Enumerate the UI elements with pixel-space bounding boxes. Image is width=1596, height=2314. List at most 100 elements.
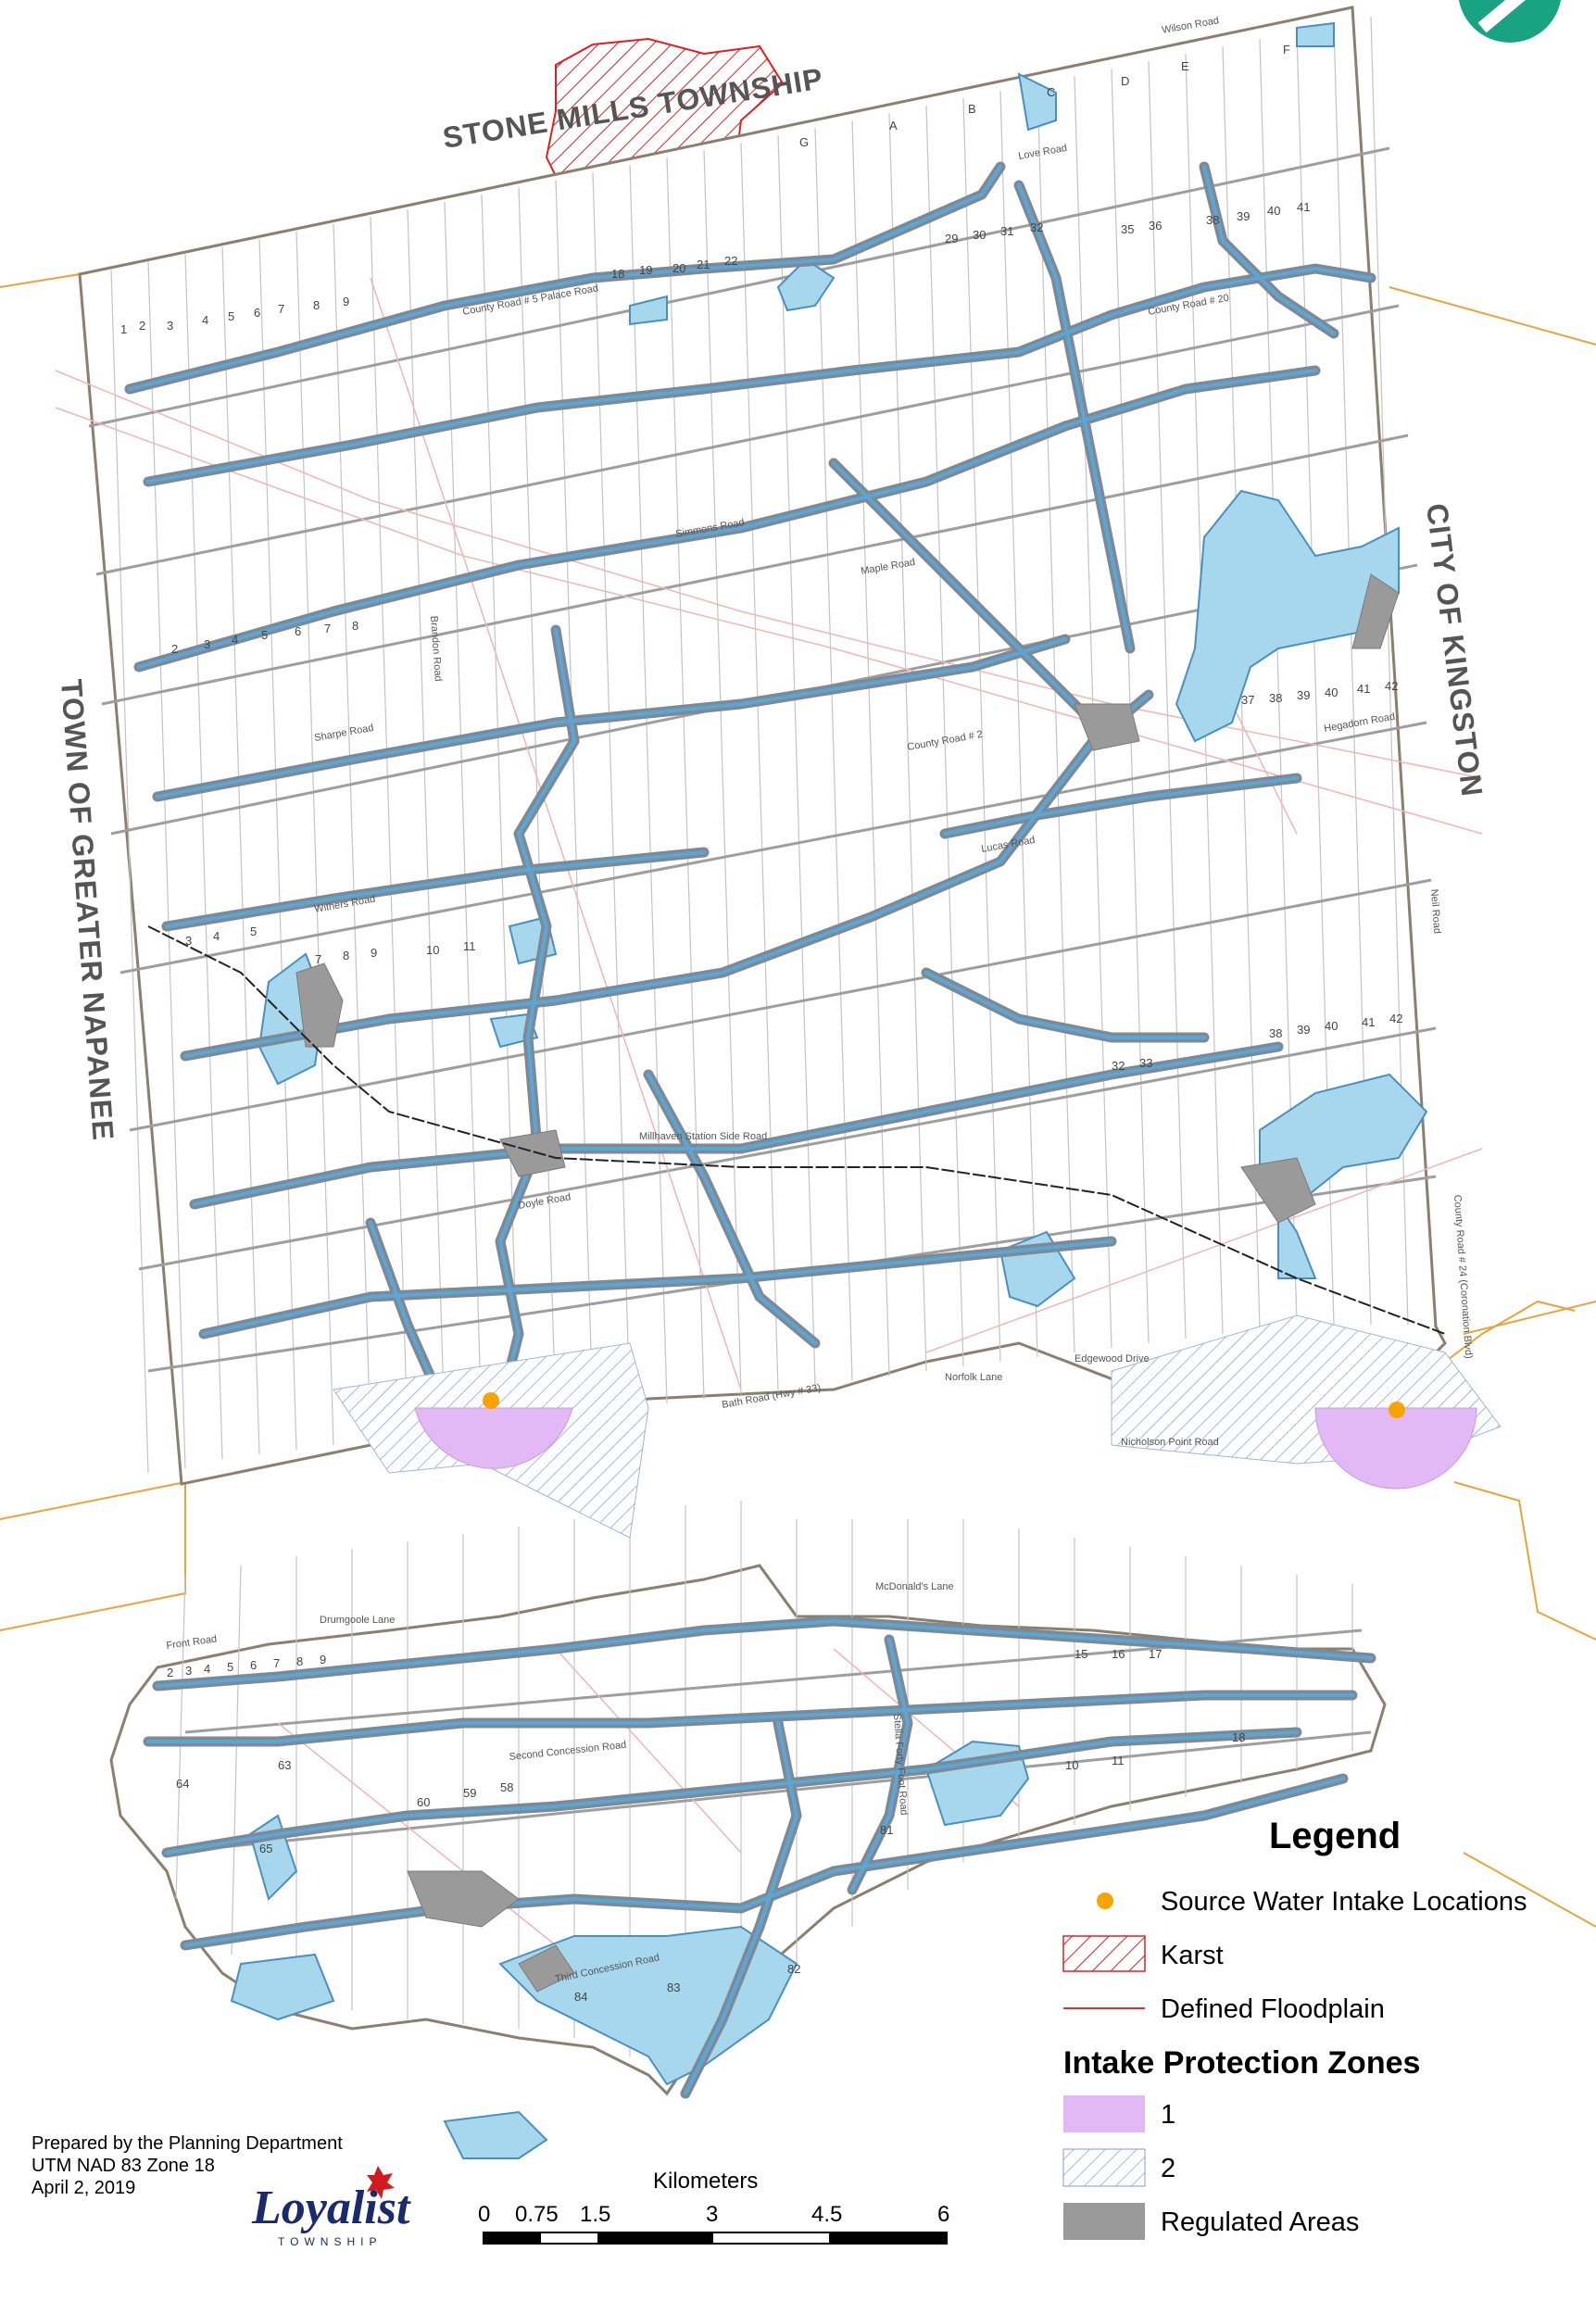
svg-text:64: 64 bbox=[176, 1777, 189, 1791]
svg-text:60: 60 bbox=[417, 1795, 430, 1809]
note-prepared: Prepared by the Planning Department bbox=[31, 2133, 343, 2154]
svg-text:18: 18 bbox=[611, 267, 624, 281]
svg-text:33: 33 bbox=[1139, 1056, 1152, 1070]
concession-g: G bbox=[799, 135, 809, 149]
svg-text:40: 40 bbox=[1325, 685, 1338, 699]
legend-intake-label: Source Water Intake Locations bbox=[1161, 1887, 1527, 1917]
svg-text:6: 6 bbox=[254, 306, 260, 320]
scale-tick-0: 0 bbox=[478, 2202, 490, 2227]
township-boundary-main bbox=[78, 6, 1447, 1486]
svg-text:82: 82 bbox=[787, 1962, 800, 1976]
concession-f: F bbox=[1283, 43, 1290, 57]
logo-text: Loyalist bbox=[251, 2182, 411, 2234]
svg-text:17: 17 bbox=[1149, 1647, 1162, 1661]
svg-text:38: 38 bbox=[1206, 213, 1219, 227]
scale-unit: Kilometers bbox=[653, 2169, 758, 2194]
road-neil: Neil Road bbox=[1428, 888, 1442, 934]
label-napanee: TOWN OF GREATER NAPANEE bbox=[55, 678, 120, 1142]
svg-text:11: 11 bbox=[463, 939, 476, 953]
svg-text:40: 40 bbox=[1267, 204, 1280, 218]
svg-text:41: 41 bbox=[1362, 1015, 1375, 1029]
svg-text:84: 84 bbox=[574, 1990, 587, 2004]
svg-text:11: 11 bbox=[1112, 1754, 1125, 1767]
svg-text:83: 83 bbox=[667, 1981, 680, 1994]
road-drumgoole: Drumgoole Lane bbox=[320, 1615, 395, 1626]
intake-point-west[interactable] bbox=[483, 1392, 499, 1409]
ipz1-east bbox=[1314, 1407, 1477, 1490]
svg-text:15: 15 bbox=[1074, 1647, 1087, 1661]
legend-zone1-label: 1 bbox=[1161, 2100, 1175, 2130]
concession-b: B bbox=[968, 102, 976, 116]
map-notes: Prepared by the Planning Department UTM … bbox=[31, 2133, 343, 2198]
svg-text:9: 9 bbox=[371, 946, 377, 960]
svg-text:2: 2 bbox=[171, 642, 178, 656]
svg-text:31: 31 bbox=[1000, 224, 1013, 238]
legend-regulated-label: Regulated Areas bbox=[1161, 2207, 1359, 2237]
svg-text:3: 3 bbox=[204, 637, 210, 651]
svg-text:41: 41 bbox=[1297, 200, 1310, 214]
svg-text:59: 59 bbox=[463, 1786, 476, 1800]
legend-floodplain-label: Defined Floodplain bbox=[1161, 1994, 1385, 2024]
svg-text:4: 4 bbox=[213, 929, 220, 943]
svg-text:3: 3 bbox=[167, 319, 173, 333]
svg-text:42: 42 bbox=[1385, 679, 1398, 693]
svg-text:58: 58 bbox=[500, 1780, 513, 1794]
label-kingston: CITY OF KINGSTON bbox=[1420, 501, 1489, 799]
legend-zone2-swatch bbox=[1062, 2148, 1146, 2187]
legend-ipz-title: Intake Protection Zones bbox=[1063, 2045, 1420, 2081]
svg-text:7: 7 bbox=[315, 952, 321, 966]
concession-c: C bbox=[1047, 85, 1055, 99]
svg-text:8: 8 bbox=[296, 1654, 303, 1668]
svg-text:10: 10 bbox=[1065, 1758, 1078, 1772]
scale-tick-5: 6 bbox=[937, 2202, 949, 2227]
svg-text:8: 8 bbox=[343, 949, 349, 962]
svg-text:6: 6 bbox=[250, 1658, 257, 1672]
svg-text:4: 4 bbox=[204, 1662, 210, 1676]
svg-text:7: 7 bbox=[278, 302, 284, 316]
scale-tick-1: 0.75 bbox=[515, 2202, 559, 2227]
svg-text:1: 1 bbox=[120, 322, 127, 336]
svg-text:5: 5 bbox=[250, 924, 257, 938]
road-county24: County Road # 24 (Coronation Blvd) bbox=[1451, 1194, 1474, 1359]
svg-text:37: 37 bbox=[1241, 693, 1254, 707]
intake-point-east[interactable] bbox=[1389, 1402, 1405, 1418]
railway bbox=[147, 925, 1446, 1335]
legend-zone1-swatch bbox=[1063, 2095, 1145, 2132]
svg-text:4: 4 bbox=[232, 633, 238, 647]
concession-e: E bbox=[1181, 59, 1189, 73]
road-front: Front Road bbox=[166, 1633, 218, 1652]
svg-text:38: 38 bbox=[1269, 1026, 1282, 1040]
legend-intake-icon bbox=[1097, 1893, 1113, 1909]
legend-regulated-swatch bbox=[1063, 2203, 1145, 2240]
svg-text:35: 35 bbox=[1121, 222, 1134, 236]
svg-text:9: 9 bbox=[343, 295, 349, 308]
svg-text:7: 7 bbox=[324, 622, 331, 635]
svg-text:7: 7 bbox=[273, 1656, 280, 1670]
concession-d: D bbox=[1121, 74, 1129, 88]
svg-text:18: 18 bbox=[1232, 1730, 1245, 1744]
regulated-areas bbox=[295, 573, 1400, 1993]
road-brandon: Brandon Road bbox=[428, 615, 444, 682]
svg-text:21: 21 bbox=[697, 258, 710, 271]
svg-text:3: 3 bbox=[185, 934, 192, 948]
maple-leaf-icon bbox=[367, 2166, 395, 2199]
note-projection: UTM NAD 83 Zone 18 bbox=[31, 2156, 215, 2176]
scale-tick-2: 1.5 bbox=[580, 2202, 610, 2227]
svg-text:32: 32 bbox=[1112, 1059, 1125, 1073]
svg-text:2: 2 bbox=[167, 1666, 173, 1679]
svg-text:6: 6 bbox=[295, 624, 301, 638]
ipz1-west bbox=[414, 1407, 573, 1469]
note-date: April 2, 2019 bbox=[31, 2178, 135, 2198]
svg-text:39: 39 bbox=[1297, 688, 1310, 702]
svg-text:32: 32 bbox=[1030, 220, 1043, 234]
scale-tick-4: 4.5 bbox=[811, 2202, 842, 2227]
svg-text:5: 5 bbox=[261, 628, 268, 642]
svg-text:29: 29 bbox=[945, 232, 958, 245]
road-wilson: Wilson Road bbox=[1161, 15, 1219, 36]
road-norfolk: Norfolk Lane bbox=[945, 1372, 1002, 1383]
legend-karst-label: Karst bbox=[1161, 1941, 1224, 1970]
logo-subtext: TOWNSHIP bbox=[278, 2235, 382, 2248]
